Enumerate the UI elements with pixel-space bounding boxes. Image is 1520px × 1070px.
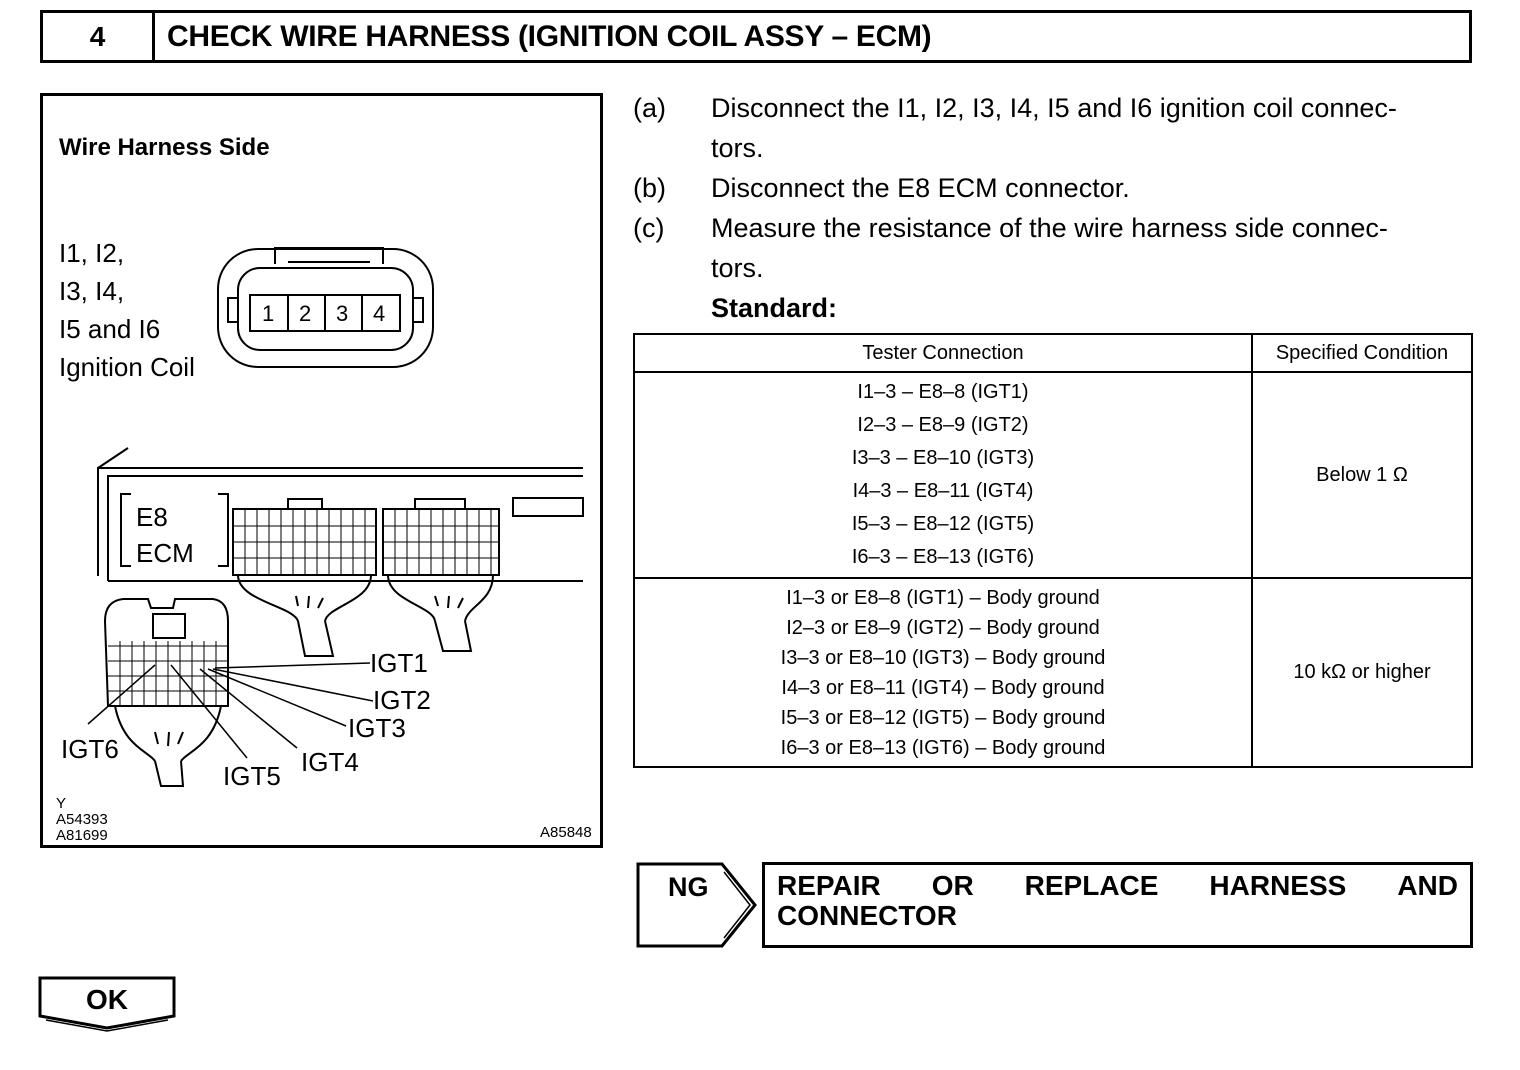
igt6-leader [87,664,156,725]
table-row: I1–3 – E8–8 (IGT1) I2–3 – E8–9 (IGT2) I3… [633,371,1473,579]
step-title: CHECK WIRE HARNESS (IGNITION COIL ASSY –… [167,19,932,53]
step-b: (b) Disconnect the E8 ECM connector. [633,173,1130,203]
igt5-label: IGT5 [223,761,281,791]
specified-condition-cell: 10 kΩ or higher [1251,577,1473,768]
figure-codes: Y A54393 A81699 [56,795,108,844]
igt3-leader [207,668,347,727]
step-c: (c) Measure the resistance of the wire h… [633,213,1388,283]
coil-connector-lock [274,247,384,264]
harness-connector-body [103,598,229,707]
igt2-leader [212,668,374,702]
coil-pin-4: 4 [373,301,386,326]
ng-label: NG [668,872,709,902]
coil-pin-2: 2 [299,301,312,326]
coil-pin-1: 1 [262,301,275,326]
igt4-leader [199,668,298,749]
tester-connection-cell: I1–3 – E8–8 (IGT1) I2–3 – E8–9 (IGT2) I3… [633,371,1253,579]
step-number: 4 [43,13,155,60]
igt6-label: IGT6 [61,734,119,764]
ecm-label-e8: E8 [136,502,168,532]
table-row: I1–3 or E8–8 (IGT1) – Body ground I2–3 o… [633,577,1473,768]
tester-connection-cell: I1–3 or E8–8 (IGT1) – Body ground I2–3 o… [633,577,1253,768]
wiring-figure: Wire Harness Side I1, I2, I3, I4, I5 and… [40,93,603,848]
figure-title: Wire Harness Side [59,134,270,161]
table-header-row: Tester Connection Specified Condition [633,333,1473,373]
step-a: (a) Disconnect the I1, I2, I3, I4, I5 an… [633,93,1397,163]
ng-action-box: REPAIR OR REPLACE HARNESS AND CONNECTOR [762,862,1473,948]
ignition-coil-label: I1, I2, I3, I4, I5 and I6 Ignition Coil [59,238,195,382]
step-header: 4 CHECK WIRE HARNESS (IGNITION COIL ASSY… [40,10,1472,63]
ok-label: OK [86,984,128,1015]
coil-pin-3: 3 [336,301,349,326]
header-specified-condition: Specified Condition [1251,333,1473,373]
igt2-label: IGT2 [373,685,431,715]
connector-illustration [87,247,584,787]
figure-code-right: A85848 [540,824,592,841]
ng-arrow-icon [636,862,757,948]
igt3-label: IGT3 [348,713,406,743]
specified-condition-cell: Below 1 Ω [1251,371,1473,579]
igt1-label: IGT1 [370,648,428,678]
procedure-steps: (a) Disconnect the I1, I2, I3, I4, I5 an… [633,88,1478,328]
ecm-label-ecm: ECM [136,538,194,568]
standard-label: Standard: [711,293,838,323]
igt5-leader [170,664,248,759]
spec-table: Tester Connection Specified Condition I1… [633,333,1473,768]
coil-side-tab-right [412,297,424,323]
igt1-leader [214,662,371,669]
header-tester-connection: Tester Connection [633,333,1253,373]
coil-side-tab-left [227,297,239,323]
igt4-label: IGT4 [301,747,359,777]
ok-arrow-icon [38,976,176,1032]
